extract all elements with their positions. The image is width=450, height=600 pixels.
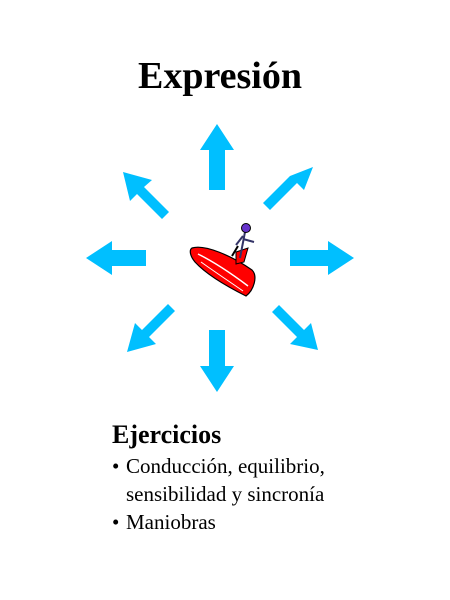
bullet-line: sensibilidad y sincronía	[126, 482, 325, 506]
arrow-left-icon	[86, 241, 146, 275]
bullet-line: Maniobras	[126, 510, 216, 534]
arrow-down-left-icon	[127, 304, 175, 352]
arrow-up-icon	[200, 124, 234, 190]
section-heading: Ejercicios	[112, 420, 222, 449]
arrow-right-icon	[290, 241, 354, 275]
arrow-down-right-icon	[272, 305, 318, 350]
list-item: • Maniobras	[112, 508, 432, 536]
slide-title: Expresión	[137, 55, 302, 97]
arrow-burst	[86, 124, 354, 392]
exercises-section: Ejercicios • Conducción, equilibrio, sen…	[112, 418, 432, 536]
list-item: • Conducción, equilibrio, sensibilidad y…	[112, 452, 432, 508]
bullet-icon: •	[112, 454, 120, 478]
bullet-icon: •	[112, 510, 120, 534]
arrow-up-right-icon	[263, 167, 313, 210]
jet-ski-rider-icon	[189, 223, 256, 297]
exercise-list: • Conducción, equilibrio, sensibilidad y…	[112, 452, 432, 536]
arrow-up-left-icon	[123, 172, 169, 219]
bullet-line: Conducción, equilibrio,	[126, 454, 325, 478]
arrow-down-icon	[200, 330, 234, 392]
